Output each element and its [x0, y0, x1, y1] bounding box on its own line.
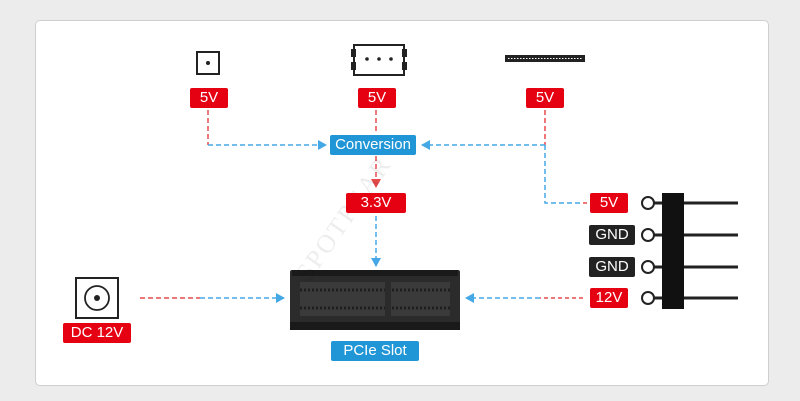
header-pin-gnd-2: GND	[589, 257, 635, 277]
header-pin-12v: 12V	[590, 288, 628, 308]
header-pin-5v: 5V	[590, 193, 628, 213]
right-connector-voltage: 5V	[526, 88, 564, 108]
pcie-slot-icon	[290, 270, 460, 330]
left-connector-voltage: 5V	[190, 88, 228, 108]
single-pin-connector-icon	[196, 51, 220, 75]
conversion-label: Conversion	[330, 135, 416, 155]
dc-input-label: DC 12V	[63, 323, 131, 343]
header-pin-gnd-1: GND	[589, 225, 635, 245]
three-pin-connector-icon	[351, 44, 407, 76]
middle-connector-voltage: 5V	[358, 88, 396, 108]
dc-jack-icon	[75, 277, 119, 319]
four-pin-header-icon	[641, 193, 738, 309]
pcie-slot-label: PCIe Slot	[331, 341, 419, 361]
fpc-connector-icon	[505, 55, 585, 62]
converted-voltage-label: 3.3V	[346, 193, 406, 213]
